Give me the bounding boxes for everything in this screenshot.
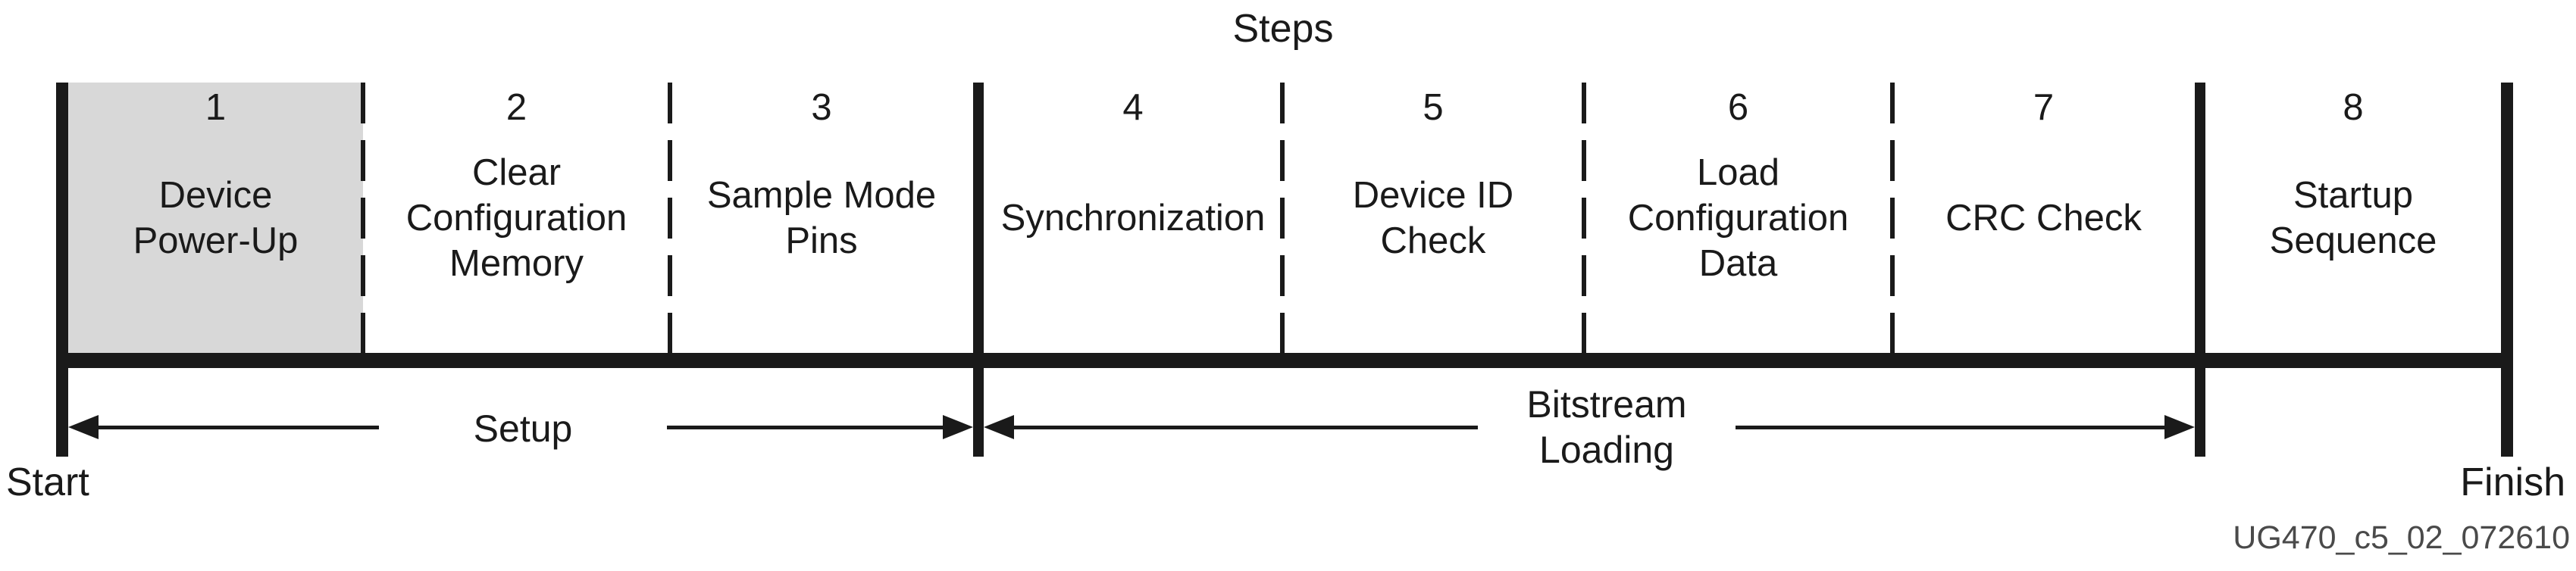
divider-dashed-1-2 [361,83,365,353]
diagram-title: Steps [1232,7,1334,51]
bitstream-arrow-line [1736,426,2164,429]
step-number: 3 [811,87,832,128]
setup-arrow-line [97,426,379,429]
step-label: Sample Mode Pins [706,174,937,261]
start-tick-line [56,83,68,457]
step-label: CRC Check [1945,197,2142,239]
divider-dashed-2-3 [668,83,672,353]
step-cell-3: 3 Sample Mode Pins [670,83,973,353]
step-number: 8 [2343,87,2364,128]
step-number: 7 [2033,87,2055,128]
finish-tick-line [2501,83,2513,457]
step-label: Synchronization [1000,197,1266,239]
step-label: Startup Sequence [2269,174,2437,261]
step-cell-8: 8 Startup Sequence [2205,83,2501,353]
step-cell-5: 5 Device ID Check [1282,83,1584,353]
arrow-head-left-icon [984,415,1014,439]
phase-label-bitstream-loading: Bitstream Loading [1526,383,1687,471]
step-cell-2: 2 Clear Configuration Memory [363,83,670,353]
arrow-head-left-icon [68,415,99,439]
divider-thick-3-4 [973,83,984,457]
phase-label-setup: Setup [473,407,573,450]
arrow-head-right-icon [943,415,973,439]
step-cell-6: 6 Load Configuration Data [1584,83,1892,353]
bitstream-arrow-line [1013,426,1478,429]
figure-id-watermark: UG470_c5_02_072610 [2233,520,2570,556]
step-1-highlight [68,83,363,353]
divider-thick-7-8 [2195,83,2205,457]
step-label: Device ID Check [1352,174,1514,261]
step-number: 4 [1122,87,1144,128]
step-label: Load Configuration Data [1627,151,1849,284]
divider-dashed-5-6 [1582,83,1586,353]
step-number: 1 [205,87,227,128]
step-number: 5 [1423,87,1444,128]
divider-dashed-6-7 [1890,83,1895,353]
divider-dashed-4-5 [1280,83,1285,353]
step-label: Device Power-Up [133,174,299,261]
step-cell-7: 7 CRC Check [1892,83,2195,353]
step-cell-1: 1 Device Power-Up [68,83,363,353]
arrow-head-right-icon [2164,415,2195,439]
timeline-baseline [56,353,2513,368]
step-number: 2 [505,87,527,128]
step-number: 6 [1727,87,1749,128]
step-cell-4: 4 Synchronization [984,83,1282,353]
step-label: Clear Configuration Memory [405,151,628,284]
start-label: Start [6,460,89,504]
finish-label: Finish [2460,460,2565,504]
setup-arrow-line [667,426,943,429]
